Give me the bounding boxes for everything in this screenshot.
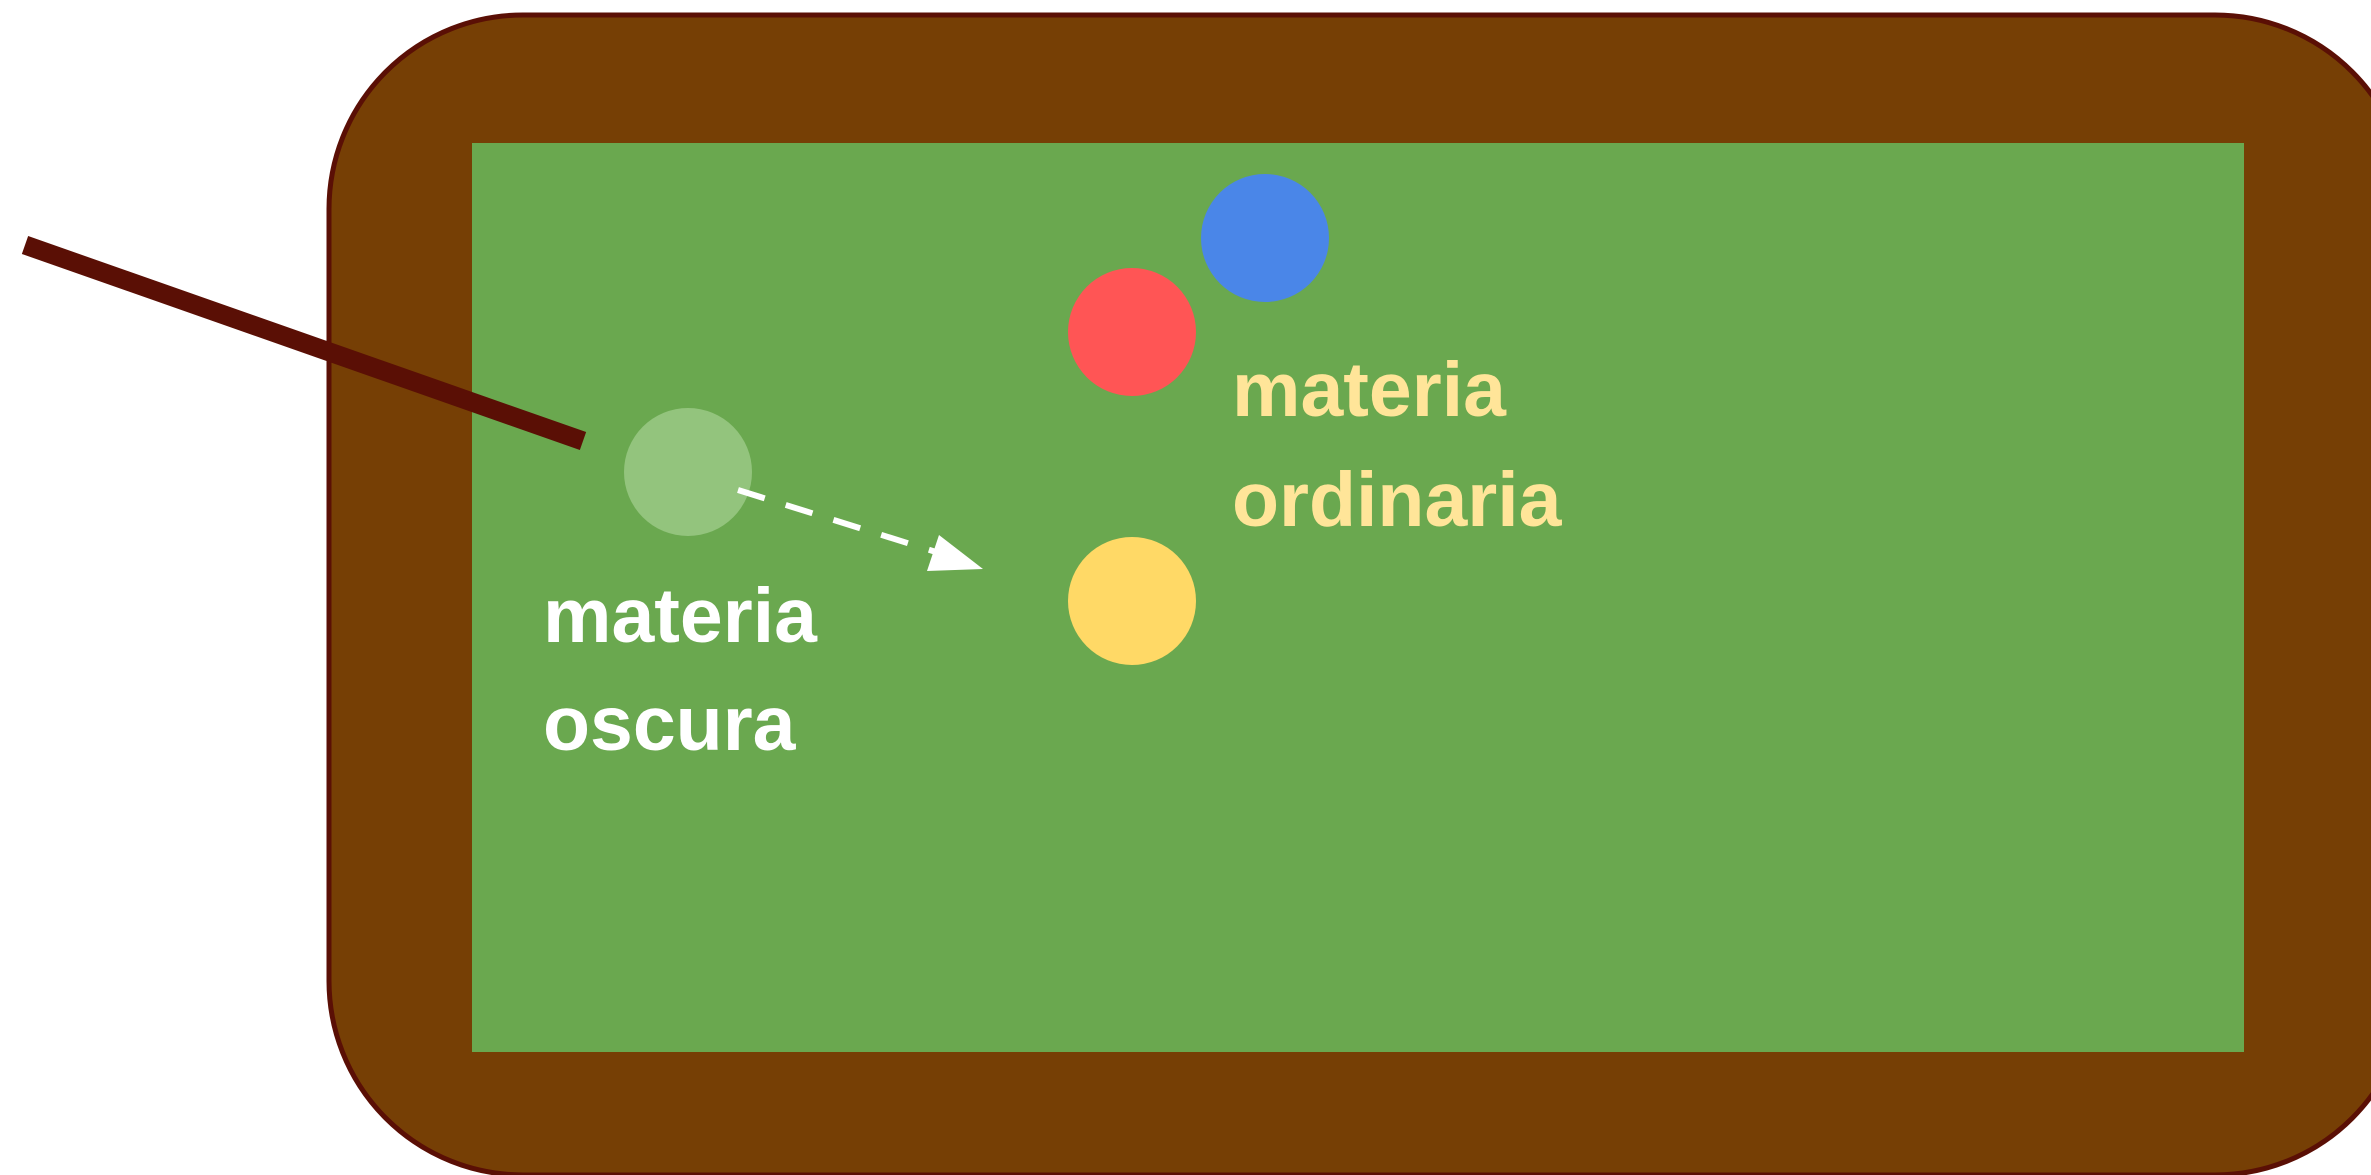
- table-felt: [472, 143, 2244, 1052]
- dark-matter-label-line1: materia: [543, 573, 818, 659]
- dark-matter-ball: [624, 408, 752, 536]
- ball-blue: [1201, 174, 1329, 302]
- ordinary-matter-label-line2: ordinaria: [1232, 457, 1563, 543]
- ordinary-matter-label: materia ordinaria: [1232, 347, 1563, 543]
- cue-stick: [21, 236, 587, 450]
- dark-matter-label-line2: oscura: [543, 681, 797, 767]
- trajectory-arrow-line: [737, 487, 937, 555]
- ordinary-matter-label-line1: materia: [1232, 347, 1507, 433]
- ball-red: [1068, 268, 1196, 396]
- trajectory-arrowhead: [927, 535, 983, 571]
- dark-matter-label: materia oscura: [543, 573, 838, 767]
- ball-yellow: [1068, 537, 1196, 665]
